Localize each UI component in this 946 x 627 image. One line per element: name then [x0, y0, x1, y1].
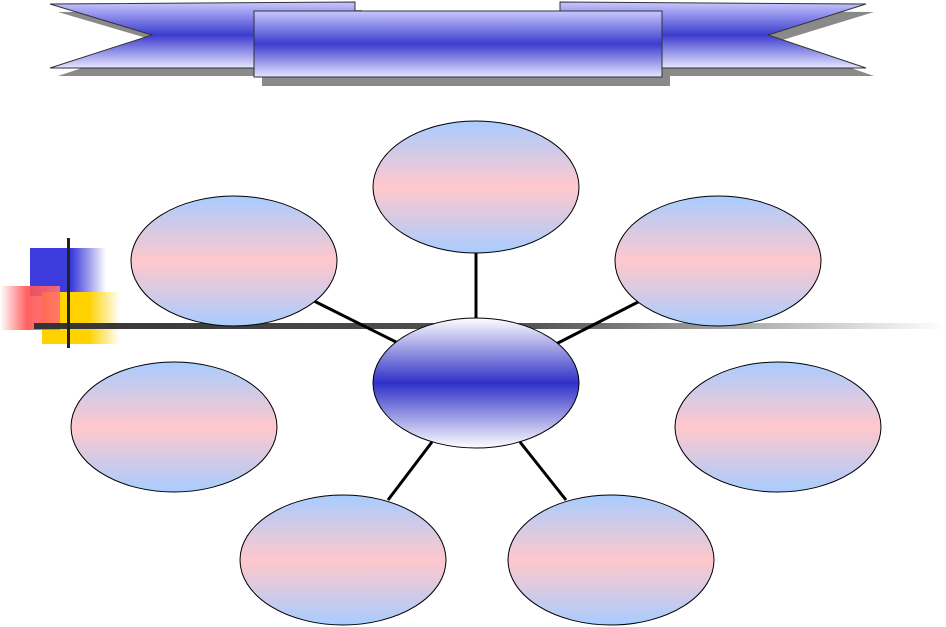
node-middle-left	[70, 361, 278, 493]
connector-lower-left	[386, 441, 434, 501]
connectors	[313, 253, 641, 501]
banner-center-panel	[253, 10, 663, 78]
node-lower-left	[239, 494, 447, 626]
center-hub	[372, 317, 580, 449]
connector-lower-right	[518, 441, 568, 501]
node-lower-right	[507, 494, 715, 626]
title-banner	[49, 1, 874, 86]
connector-upper-left	[313, 299, 397, 344]
node-upper-right	[614, 195, 822, 327]
accent-red-square	[0, 286, 60, 330]
node-top	[372, 120, 580, 254]
corner-accent	[0, 248, 120, 344]
vertical-rule	[67, 238, 70, 348]
connector-upper-right	[555, 299, 641, 346]
node-middle-right	[674, 361, 882, 493]
node-upper-left	[130, 195, 338, 327]
